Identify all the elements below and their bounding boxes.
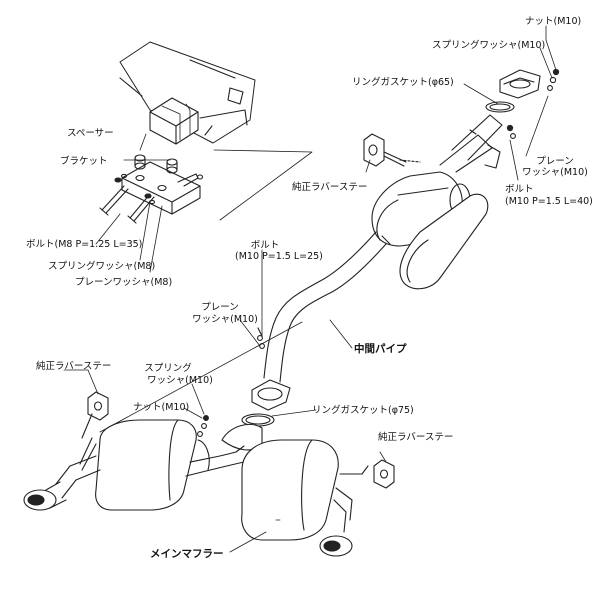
label-nut-m10-top: ナット(M10) — [525, 16, 582, 27]
spacer-block — [149, 97, 199, 145]
label-middle-pipe: 中間パイプ — [354, 343, 407, 355]
label-spring-washer-m8: スプリングワッシャ(M8) — [48, 261, 156, 272]
label-bolt-m10-25-1: ボルト — [250, 240, 280, 251]
rubber-stay-right — [373, 459, 395, 489]
rubber-stay-left — [81, 391, 109, 439]
label-plain-washer-m10-right-2: ワッシャ(M10) — [522, 167, 588, 178]
label-spring-washer-m10-left-1: スプリング — [144, 363, 192, 374]
label-plain-washer-m10-left-2: ワッシャ(M10) — [192, 314, 258, 325]
leader-lines — [63, 25, 557, 553]
label-ring-gasket-65: リングガスケット(φ65) — [352, 77, 454, 88]
bracket-plate — [121, 161, 204, 215]
main-muffler — [23, 419, 369, 557]
label-rubber-stay-left: 純正ラバーステー — [36, 361, 112, 372]
label-bolt-m10-40-2: (M10 P=1.5 L=40) — [505, 196, 593, 207]
muffler-flange-hardware — [197, 415, 209, 437]
rubber-stay-top — [363, 133, 421, 167]
label-plain-washer-m10-right-1: プレーン — [536, 156, 574, 167]
body-panel — [119, 41, 256, 144]
label-spring-washer-m10-left-2: ワッシャ(M10) — [147, 375, 213, 386]
label-spacer: スペーサー — [67, 128, 114, 139]
label-bracket: ブラケット — [60, 156, 108, 167]
label-spring-washer-m10-top: スプリングワッシャ(M10) — [432, 40, 546, 51]
middle-pipe — [263, 114, 503, 383]
label-nut-m10-left: ナット(M10) — [133, 402, 190, 413]
label-bolt-m10-25-2: (M10 P=1.5 L=25) — [235, 251, 323, 262]
label-rubber-stay-top: 純正ラバーステー — [292, 182, 368, 193]
m8-bolts — [99, 173, 156, 224]
spacer-collars — [134, 154, 178, 174]
joint-flange — [241, 327, 291, 427]
label-plain-washer-m8: プレーンワッシャ(M8) — [75, 277, 173, 288]
label-bolt-m8: ボルト(M8 P=1.25 L=35) — [26, 239, 143, 250]
top-flange-parts — [469, 68, 560, 139]
label-bolt-m10-40-1: ボルト — [505, 184, 534, 195]
label-plain-washer-m10-left-1: プレーン — [201, 302, 239, 313]
label-rubber-stay-right: 純正ラバーステー — [378, 432, 454, 443]
label-main-muffler: メインマフラー — [150, 548, 224, 560]
label-ring-gasket-75: リングガスケット(φ75) — [312, 405, 414, 416]
